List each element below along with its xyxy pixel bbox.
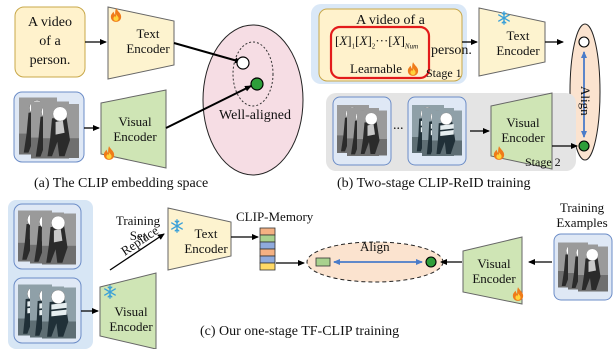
- visual-encoder-block: [100, 89, 167, 169]
- well-aligned-label: Well-aligned: [219, 108, 291, 123]
- caption-b: (b) Two-stage CLIP-ReID training: [337, 176, 531, 191]
- caption-c: (c) Our one-stage TF-CLIP training: [200, 324, 400, 339]
- align-label-c: Align: [360, 239, 390, 254]
- visual-embedding-point: [250, 77, 264, 91]
- stage2-label: Stage 2: [525, 155, 561, 169]
- panel-b: [311, 4, 601, 171]
- caption-a: (a) The CLIP embedding space: [34, 176, 209, 191]
- visual-encoder-c-left: [99, 272, 157, 349]
- learnable-tokens: [X]1[X]2···[X]Num: [335, 33, 419, 51]
- visual-encoder-b: [490, 92, 553, 170]
- clip-memory-stack: [259, 227, 276, 271]
- text-encoder-frozen: [478, 7, 546, 77]
- text-encoder-block: [107, 6, 175, 80]
- prompt-line2: person.: [431, 43, 472, 58]
- panel-a: [13, 6, 304, 176]
- visual-encoder-c-right: [462, 236, 523, 305]
- embedding-space-ellipse: [202, 24, 304, 176]
- align-label-b: Align: [578, 86, 593, 116]
- text-encoder-c: [167, 207, 232, 271]
- learnable-label: Learnable: [350, 61, 402, 76]
- clip-memory-label: CLIP-Memory: [236, 209, 314, 224]
- learnable-tokens-highlight: [329, 25, 431, 80]
- text-embedding-point: [236, 56, 250, 70]
- well-aligned-region: [232, 41, 274, 107]
- prompt-line1: A video of a: [356, 13, 425, 28]
- stage1-label: Stage 1: [426, 66, 462, 80]
- ellipsis: ...: [393, 118, 404, 133]
- panel-c: [8, 200, 613, 349]
